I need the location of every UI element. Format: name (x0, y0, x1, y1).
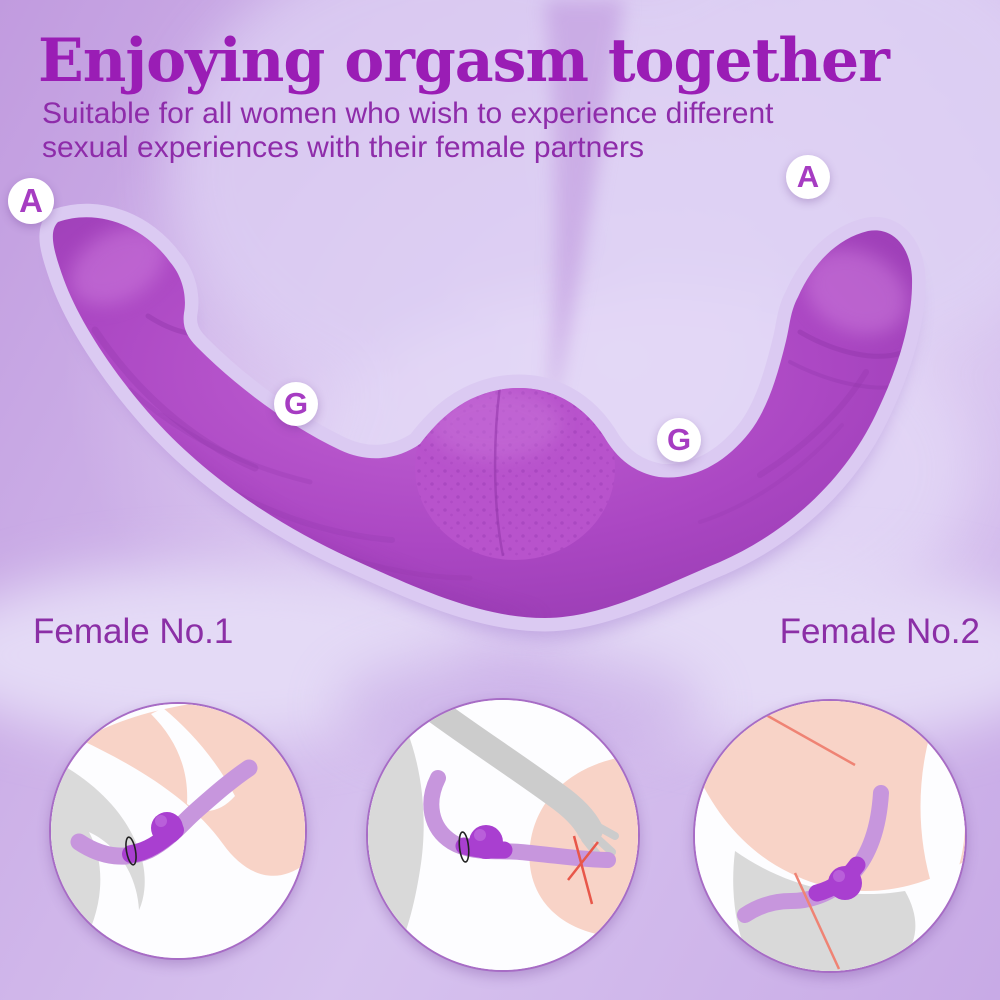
badge-a-left: A (8, 178, 54, 224)
badge-g-left: G (274, 382, 318, 426)
usage-illustration-2-graphic (368, 700, 638, 970)
subtitle-line-2: sexual experiences with their female par… (42, 131, 644, 164)
ring-marker (458, 831, 470, 863)
caption-female-1: Female No.1 (33, 612, 234, 651)
page-subtitle: Suitable for all women who wish to exper… (42, 97, 942, 165)
ring-marker (125, 836, 137, 866)
usage-illustration-1-graphic (51, 704, 305, 958)
red-line-markers (758, 709, 856, 970)
subtitle-line-1: Suitable for all women who wish to exper… (42, 97, 774, 130)
usage-inset-1 (49, 702, 307, 960)
caption-female-2: Female No.2 (779, 612, 980, 651)
usage-inset-2 (366, 698, 640, 972)
page-title: Enjoying orgasm together (38, 26, 890, 96)
usage-inset-3 (693, 699, 967, 973)
usage-illustration-3-graphic (695, 701, 965, 971)
red-cross-marker (567, 835, 599, 905)
badge-g-right: G (657, 418, 701, 462)
badge-a-right: A (786, 155, 830, 199)
